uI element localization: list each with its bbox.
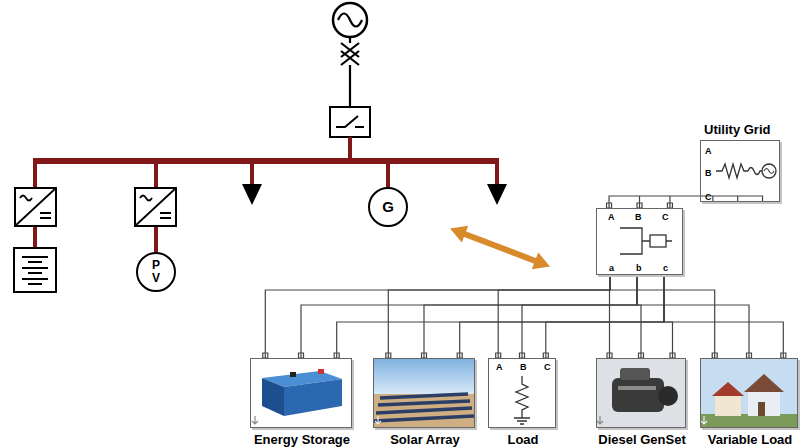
port-label: c <box>663 263 668 273</box>
port-label: B <box>705 168 712 178</box>
house <box>715 396 741 416</box>
engine-picture <box>658 386 678 406</box>
ground <box>373 394 475 428</box>
battery-picture <box>284 379 342 416</box>
block-ground <box>488 358 556 428</box>
converter-symbol <box>15 188 56 226</box>
switch-symbol <box>336 116 364 127</box>
port-label: C <box>544 362 551 372</box>
port-label: B <box>520 362 527 372</box>
block-caption: Variable Load <box>708 432 793 447</box>
mask-arrow <box>597 416 603 424</box>
sky <box>700 358 798 428</box>
breaker-icon <box>620 228 672 254</box>
block-ground <box>250 358 352 428</box>
port-label: C <box>705 192 712 202</box>
three-phase-wire <box>386 275 664 358</box>
correspondence-arrow <box>462 233 538 262</box>
three-phase-wire <box>496 275 664 358</box>
grid-icon <box>716 164 762 178</box>
block-ground <box>700 140 780 202</box>
sky <box>373 358 475 394</box>
house-roof <box>712 382 744 396</box>
converter-symbol <box>135 188 176 226</box>
busbar <box>33 158 499 164</box>
arrow-head <box>532 252 550 269</box>
house <box>748 392 780 416</box>
storage-block: Energy Storage <box>250 358 352 428</box>
three-phase-wire <box>263 275 664 358</box>
battery-picture <box>262 378 284 416</box>
block-ground <box>596 358 686 428</box>
block-caption: Diesel GenSet <box>598 432 685 447</box>
genset-block: Diesel GenSet <box>596 358 686 428</box>
block-caption: Energy Storage <box>254 432 350 447</box>
three-phase-wire <box>607 196 763 208</box>
port-label: B <box>635 212 642 222</box>
grid-source-icon <box>762 164 776 178</box>
sine-wave <box>338 14 362 27</box>
grid-source-icon <box>764 169 774 174</box>
load-block: LoadABC <box>488 358 556 428</box>
house-roof <box>744 374 784 392</box>
block-caption: Solar Array <box>390 432 460 447</box>
three-phase-wire <box>607 275 675 358</box>
pv-circle: P V <box>136 252 176 292</box>
port-label: b <box>636 263 642 273</box>
block-caption: Load <box>507 432 538 447</box>
engine-picture <box>620 368 650 380</box>
breaker-icon <box>650 235 666 247</box>
mask-arrow <box>252 416 258 424</box>
engine-picture <box>612 378 664 412</box>
three-phase-wire <box>610 275 786 358</box>
feeder-line <box>35 137 497 252</box>
grid-block: Utility GridABC <box>700 140 780 202</box>
converter-box <box>15 188 56 226</box>
block-caption: Utility Grid <box>704 122 770 137</box>
load-arrow <box>487 184 507 205</box>
symbol-letter: G <box>382 199 394 215</box>
converter-box <box>135 188 176 226</box>
battery-box <box>14 248 56 292</box>
resistor-symbol <box>514 376 530 424</box>
load-arrow <box>242 184 262 205</box>
generator-circle: G <box>368 187 408 227</box>
solar-panels <box>374 394 474 421</box>
battery-symbol <box>22 257 48 284</box>
symbol-letter: P V <box>150 259 162 285</box>
battery-terminal <box>290 372 296 377</box>
ac-source-symbol <box>333 3 367 37</box>
house-door <box>758 402 765 416</box>
arrow-head <box>450 226 468 243</box>
ground <box>700 414 798 428</box>
port-label: A <box>496 362 503 372</box>
solar-block: Solar Array <box>373 358 475 428</box>
breaker-block: A B Ca b c <box>596 208 683 275</box>
port-label: C <box>662 212 669 222</box>
port-label: A <box>705 146 712 156</box>
mask-arrow <box>701 416 707 424</box>
block-ground <box>596 208 683 275</box>
variable-load-block: Variable Load <box>700 358 798 428</box>
battery-terminal <box>318 369 324 374</box>
port-label: A <box>608 212 615 222</box>
mask-arrow <box>375 416 381 424</box>
transformer-symbol <box>341 37 359 107</box>
engine-picture <box>618 386 656 390</box>
port-label: a <box>609 263 614 273</box>
switch-box <box>330 107 370 137</box>
